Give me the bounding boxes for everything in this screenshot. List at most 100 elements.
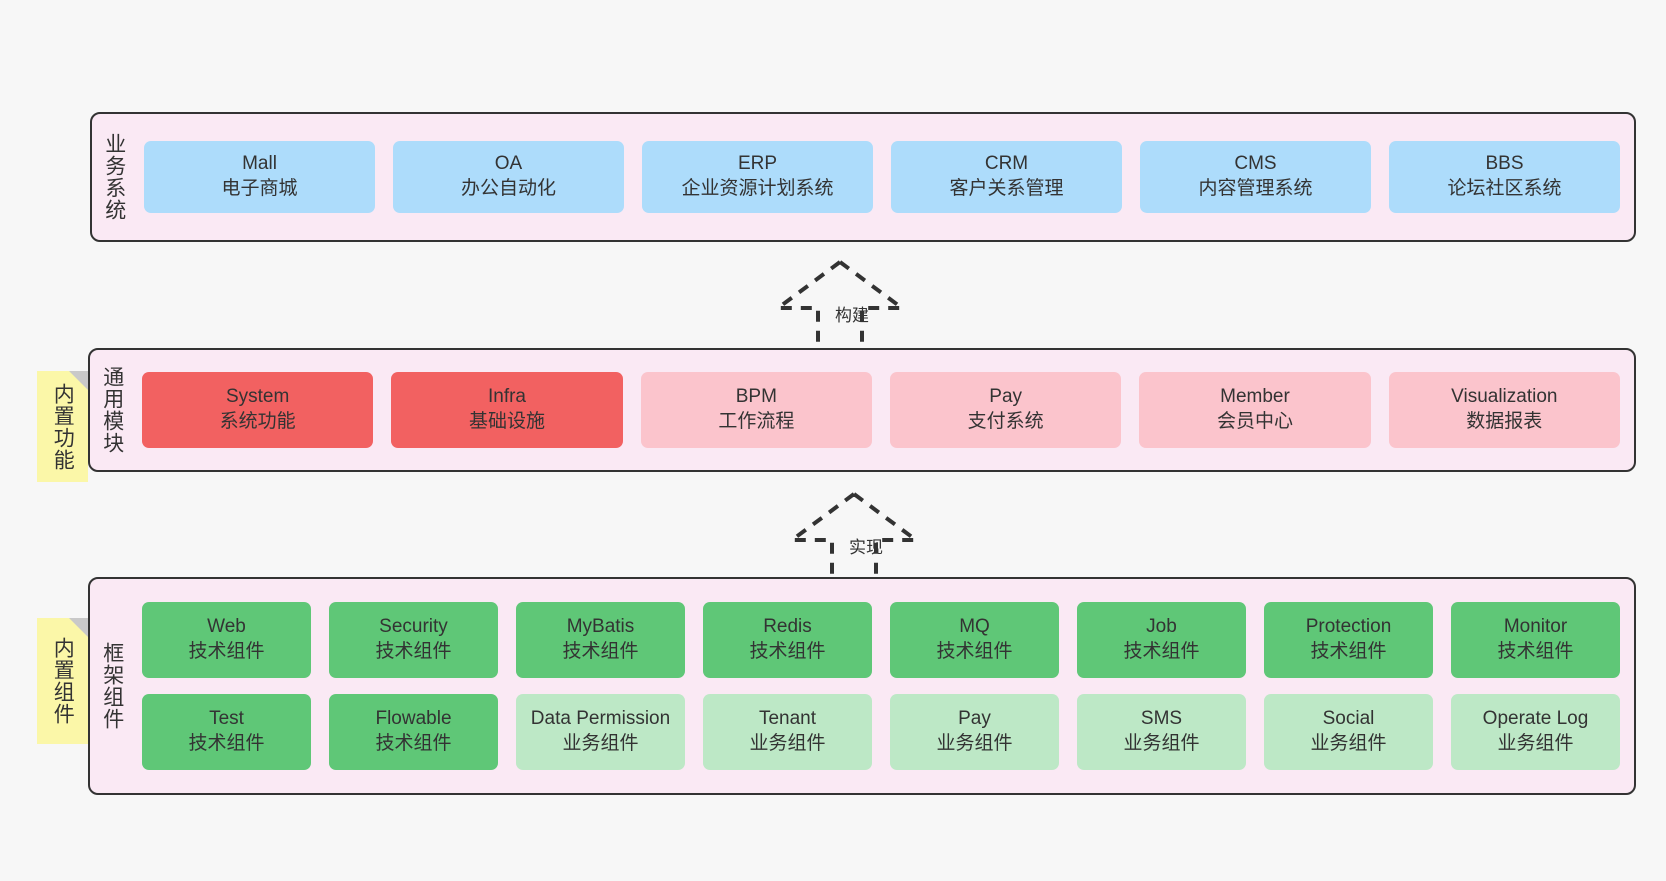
card-operate-log[interactable]: Operate Log 业务组件: [1451, 694, 1620, 770]
layer-title-business-system: 业务系统: [102, 133, 126, 221]
card-row: Test 技术组件 Flowable 技术组件 Data Permission …: [142, 694, 1620, 770]
card-cms[interactable]: CMS 内容管理系统: [1140, 141, 1371, 213]
card-subtitle: 技术组件: [562, 641, 639, 662]
card-subtitle: 技术组件: [1310, 641, 1387, 662]
card-title: MyBatis: [566, 616, 635, 638]
note-fold-icon: [69, 618, 88, 637]
arrow-build: 构建: [760, 258, 920, 354]
layer-title-framework-component: 框架组件: [100, 642, 124, 730]
card-subtitle: 数据报表: [1466, 411, 1543, 432]
generalization-arrow-shape: [785, 492, 923, 586]
card-mybatis[interactable]: MyBatis 技术组件: [516, 602, 685, 678]
card-title: CMS: [1234, 153, 1277, 175]
card-member[interactable]: Member 会员中心: [1139, 372, 1371, 448]
card-mall[interactable]: Mall 电子商城: [144, 141, 375, 213]
note-builtin-components: 内置组件: [37, 618, 88, 744]
card-subtitle: 企业资源计划系统: [681, 178, 834, 199]
arrow-implement: 实现: [774, 490, 934, 586]
card-data-permission[interactable]: Data Permission 业务组件: [516, 694, 685, 770]
layer-framework-component: 框架组件 Web 技术组件 Security 技术组件 MyBatis 技术组件…: [88, 577, 1636, 795]
card-subtitle: 业务组件: [936, 733, 1013, 754]
card-social[interactable]: Social 业务组件: [1264, 694, 1433, 770]
card-subtitle: 客户关系管理: [949, 178, 1064, 199]
card-title: CRM: [984, 153, 1029, 175]
card-subtitle: 技术组件: [1497, 641, 1574, 662]
card-title: System: [225, 386, 290, 408]
card-subtitle: 技术组件: [936, 641, 1013, 662]
layer-title-common-module: 通用模块: [100, 366, 124, 454]
card-subtitle: 业务组件: [562, 733, 639, 754]
card-title: MQ: [959, 616, 990, 638]
card-infra[interactable]: Infra 基础设施: [391, 372, 623, 448]
card-system[interactable]: System 系统功能: [142, 372, 374, 448]
card-row: Mall 电子商城 OA 办公自动化 ERP 企业资源计划系统 CRM 客户关系…: [144, 141, 1620, 213]
card-subtitle: 业务组件: [1123, 733, 1200, 754]
card-bbs[interactable]: BBS 论坛社区系统: [1389, 141, 1620, 213]
note-builtin-features: 内置功能: [37, 371, 88, 482]
card-title: Data Permission: [530, 708, 671, 730]
layer-business-system: 业务系统 Mall 电子商城 OA 办公自动化 ERP 企业资源计划系统 CRM…: [90, 112, 1636, 242]
layer-body-business-system: Mall 电子商城 OA 办公自动化 ERP 企业资源计划系统 CRM 客户关系…: [136, 114, 1634, 240]
card-title: Member: [1220, 386, 1290, 408]
card-subtitle: 论坛社区系统: [1447, 178, 1562, 199]
note-label: 内置组件: [51, 637, 75, 725]
card-subtitle: 系统功能: [219, 411, 296, 432]
card-subtitle: 基础设施: [468, 411, 545, 432]
layer-body-common-module: System 系统功能 Infra 基础设施 BPM 工作流程 Pay 支付系统…: [134, 350, 1634, 470]
card-tenant[interactable]: Tenant 业务组件: [703, 694, 872, 770]
note-fold-icon: [69, 371, 88, 390]
card-subtitle: 技术组件: [188, 733, 265, 754]
card-subtitle: 会员中心: [1216, 411, 1293, 432]
card-title: Redis: [763, 616, 812, 638]
card-protection[interactable]: Protection 技术组件: [1264, 602, 1433, 678]
card-web[interactable]: Web 技术组件: [142, 602, 311, 678]
card-subtitle: 电子商城: [221, 178, 298, 199]
card-title: Flowable: [375, 708, 452, 730]
card-bpm[interactable]: BPM 工作流程: [640, 372, 872, 448]
card-mq[interactable]: MQ 技术组件: [890, 602, 1059, 678]
card-title: Pay: [958, 708, 991, 730]
card-erp[interactable]: ERP 企业资源计划系统: [642, 141, 873, 213]
arrow-label: 构建: [835, 306, 869, 325]
card-title: Job: [1146, 616, 1177, 638]
card-visualization[interactable]: Visualization 数据报表: [1388, 372, 1620, 448]
card-title: Social: [1322, 708, 1375, 730]
card-subtitle: 业务组件: [1310, 733, 1387, 754]
card-title: Operate Log: [1482, 708, 1589, 730]
card-title: BBS: [1485, 153, 1524, 175]
card-row: Web 技术组件 Security 技术组件 MyBatis 技术组件 Redi…: [142, 602, 1620, 678]
card-subtitle: 内容管理系统: [1198, 178, 1313, 199]
card-crm[interactable]: CRM 客户关系管理: [891, 141, 1122, 213]
card-redis[interactable]: Redis 技术组件: [703, 602, 872, 678]
card-title: SMS: [1140, 708, 1183, 730]
card-title: Security: [379, 616, 448, 638]
card-title: Pay: [989, 386, 1023, 408]
card-title: Monitor: [1503, 616, 1568, 638]
card-security[interactable]: Security 技术组件: [329, 602, 498, 678]
card-subtitle: 技术组件: [749, 641, 826, 662]
card-pay-component[interactable]: Pay 业务组件: [890, 694, 1059, 770]
card-subtitle: 技术组件: [188, 641, 265, 662]
card-oa[interactable]: OA 办公自动化: [393, 141, 624, 213]
card-title: Protection: [1305, 616, 1392, 638]
card-title: ERP: [737, 153, 778, 175]
card-title: Tenant: [758, 708, 817, 730]
card-test[interactable]: Test 技术组件: [142, 694, 311, 770]
card-monitor[interactable]: Monitor 技术组件: [1451, 602, 1620, 678]
layer-common-module: 通用模块 System 系统功能 Infra 基础设施 BPM 工作流程 Pay…: [88, 348, 1636, 472]
generalization-arrow-shape: [771, 260, 909, 354]
card-subtitle: 技术组件: [375, 733, 452, 754]
card-subtitle: 工作流程: [718, 411, 795, 432]
card-title: Mall: [242, 153, 277, 175]
card-flowable[interactable]: Flowable 技术组件: [329, 694, 498, 770]
card-subtitle: 业务组件: [749, 733, 826, 754]
card-sms[interactable]: SMS 业务组件: [1077, 694, 1246, 770]
card-job[interactable]: Job 技术组件: [1077, 602, 1246, 678]
card-subtitle: 技术组件: [1123, 641, 1200, 662]
card-subtitle: 技术组件: [375, 641, 452, 662]
card-title: BPM: [735, 386, 777, 408]
card-pay[interactable]: Pay 支付系统: [889, 372, 1122, 448]
card-subtitle: 支付系统: [967, 411, 1044, 432]
arrow-label: 实现: [849, 538, 883, 557]
